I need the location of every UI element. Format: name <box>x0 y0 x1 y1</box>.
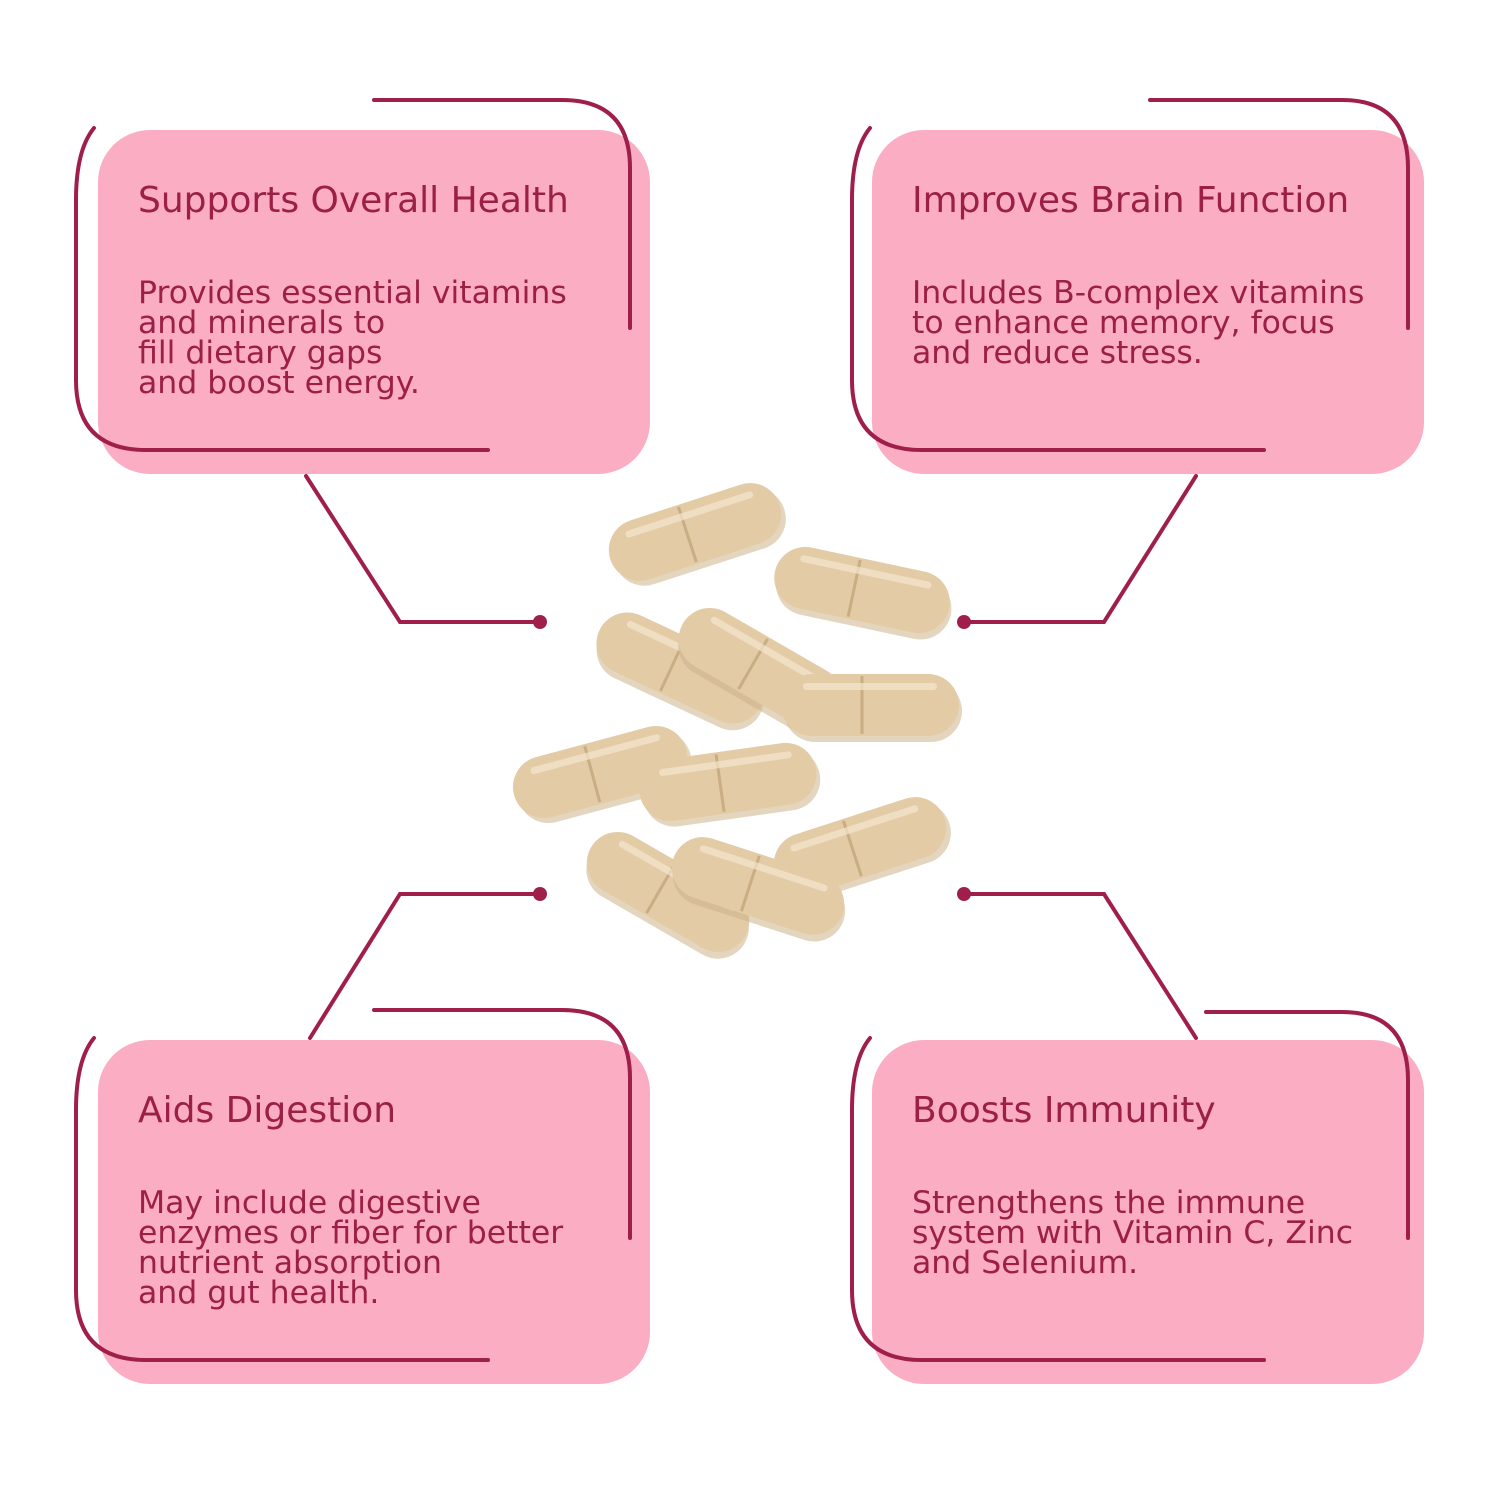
capsule-icon <box>671 837 846 942</box>
capsule-icon <box>639 742 821 827</box>
capsule-icon <box>781 674 962 742</box>
capsule-icon <box>512 725 692 824</box>
capsule-icon <box>774 546 952 640</box>
capsule-icon <box>608 483 786 586</box>
